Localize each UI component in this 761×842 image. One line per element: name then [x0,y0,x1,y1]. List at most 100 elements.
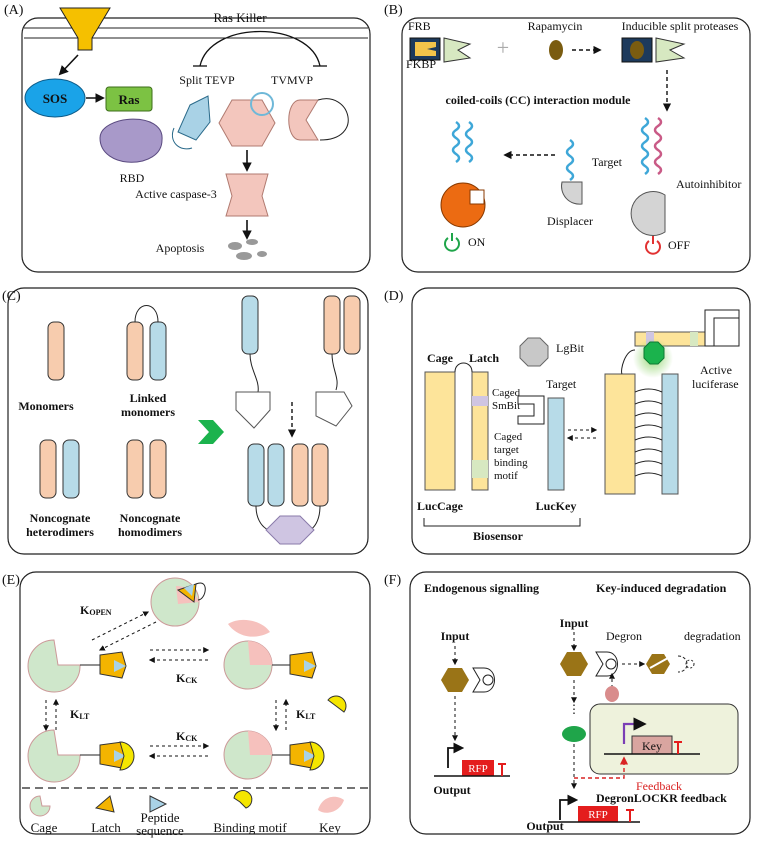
legend-peptide-2: sequence [136,823,184,838]
panel-f-tag: (F) [384,573,401,588]
legend-cage-icon [29,795,51,817]
homodimer-a [126,439,144,499]
target-label-b: Target [592,155,623,169]
split-peach-a [323,295,341,355]
panel-b: (B) FRB FKBP + Rapamycin Inducible split… [384,3,751,273]
inactive-protease [630,191,666,236]
linked-label-2: monomers [121,405,175,419]
panel-d-tag: (D) [384,289,404,304]
split-peach-b [343,295,361,355]
lgbit-shape [519,337,549,367]
panel-c: (C) Monomers Linked monomers Noncognate … [2,287,369,555]
cage-label: Cage [427,351,454,365]
endogenous-label: Endogenous signalling [424,581,539,595]
active-luciferase-icon [643,341,665,365]
tvmvp-label: TVMVP [271,73,313,87]
legend-key: Key [319,820,341,835]
inducible-split-label: Inducible split proteases [622,19,739,33]
panel-f: (F) Endogenous signalling Key-induced de… [384,571,751,835]
split-fragment-right [315,391,353,427]
rapamycin-icon [549,40,563,60]
ras-protein [105,86,153,112]
rapamycin-label: Rapamycin [528,19,583,33]
homodimers-label: homodimers [118,525,182,539]
key-induced-label: Key-induced degradation [596,581,727,595]
output-left-label: Output [433,783,470,797]
panel-d: (D) Cage Latch Caged SmBit Caged target … [384,287,751,555]
assembled-peach-b [311,443,329,507]
bound-target [704,309,740,347]
legend-binding-icon [233,790,253,809]
sos-protein [24,78,86,118]
caged-smbit-1: Caged [492,387,521,399]
homodimer-b [149,439,167,499]
feedback-label: Feedback [636,779,682,793]
output-right-label: Output [526,819,563,833]
power-on-icon [444,233,460,252]
displacer-shape [561,181,583,205]
heterodimer-a [39,439,57,499]
active-caspase-label: Active caspase-3 [135,187,217,201]
signal-protein-green [562,726,586,742]
degradation-label: degradation [684,629,741,643]
rfp-left-label: RFP [468,763,488,775]
state-closed-bound [27,729,135,783]
active-label-2: luciferase [692,377,739,391]
panel-b-tag: (B) [384,3,403,18]
caged-target-2: target [494,444,519,456]
panel-a-tag: (A) [4,3,24,18]
state-key-bound [223,619,317,690]
reconstituted-protein [265,515,315,545]
input-right-label: Input [560,616,589,630]
svg-text:⋮: ⋮ [568,702,580,716]
assembled-blue-a [247,443,265,507]
coiled-coil-target [640,116,663,176]
legend-cage: Cage [31,820,58,835]
displacer-coil [565,138,575,182]
linked-monomer-b [149,321,167,381]
degronlockr-label: DegronLOCKR feedback [596,791,727,805]
biosensor-label: Biosensor [473,529,524,543]
binding-motif-free [327,695,347,713]
linker-strands [634,388,663,477]
heterodimers-label: heterodimers [26,525,94,539]
panel-e-tag: (E) [2,573,20,588]
caged-target-4: motif [494,470,518,482]
lgbit-label: LgBit [556,341,585,355]
displacer-label: Displacer [547,214,593,228]
signal-hexagon-left [441,668,469,692]
on-label: ON [468,235,486,249]
assembled-peach-a [291,443,309,507]
signal-hexagon-right [560,652,588,676]
heterodimer-b [62,439,80,499]
autoinhibitor-label: Autoinhibitor [676,177,741,191]
split-fragment-left [235,391,271,429]
legend-key-icon [318,796,344,813]
monomer-shape [47,321,65,381]
tvmvp-half [288,99,319,141]
legend-peptide-1: Peptide [141,810,180,825]
panel-c-tag: (C) [2,289,21,304]
caged-target-3: binding [494,457,528,469]
key-protein-icon [605,686,619,702]
receptor-funnel-icon [59,7,111,51]
panel-a: (A) SOS Ras Ras Killer Split TEVP TVMVP … [4,3,371,273]
promoter-right-icon [622,717,647,744]
k-lt-label-left: KLT [70,707,90,721]
feedback-arrow [574,756,629,779]
split-tevp-label: Split TEVP [179,73,235,87]
frb-label: FRB [408,19,431,33]
degron-label: Degron [606,629,642,643]
luckey-label: LucKey [536,499,577,513]
assembled-blue-b [267,443,285,507]
panel-e: (E) KOPEN KCK KLT [2,571,371,838]
latch-label: Latch [469,351,499,365]
split-blue-part [241,295,259,355]
apoptosis-label: Apoptosis [156,241,205,255]
luccage-label: LucCage [417,499,464,513]
luccage-cage [424,371,456,491]
ras-killer-label: Ras Killer [213,10,267,25]
split-protease-half [443,37,472,63]
caged-smbit-2: SmBit [492,400,520,412]
